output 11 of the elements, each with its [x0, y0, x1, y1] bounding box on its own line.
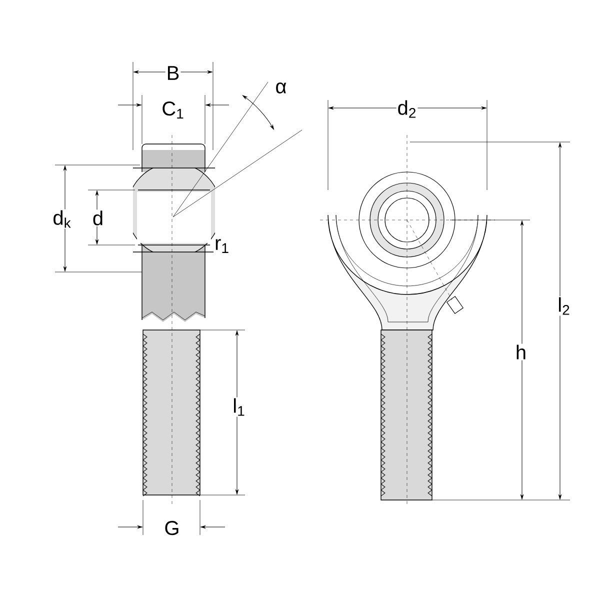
- dimension-label: r$_{1}$: [214, 238, 230, 254]
- dimension-label: l$_{1}$: [232, 397, 246, 417]
- dimension-label: G: [163, 520, 181, 536]
- dimension-label: h: [514, 344, 528, 360]
- dimension-label: B: [165, 65, 181, 81]
- dimension-label: d$_{k}$: [52, 209, 72, 229]
- dimension-label: C$_{1}$: [160, 100, 186, 120]
- dimension-label: α: [274, 82, 288, 94]
- dimension-label: d$_{2}$: [396, 99, 418, 119]
- dimension-label: d: [91, 210, 105, 226]
- dimension-label: l$_{2}$: [556, 296, 572, 316]
